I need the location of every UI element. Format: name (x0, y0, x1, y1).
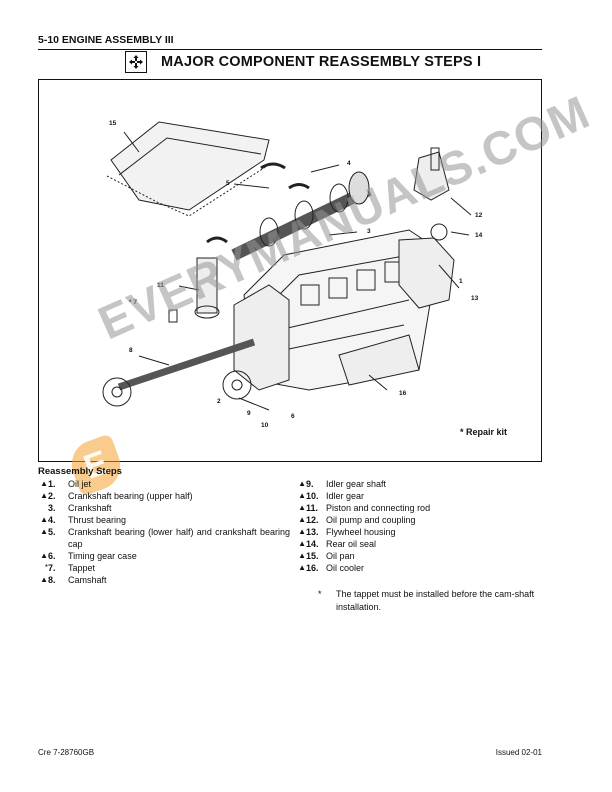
callout-9: 9 (247, 410, 251, 417)
step-item: ▲10.Idler gear (298, 491, 365, 501)
step-item: ▲2.Crankshaft bearing (upper half) (40, 491, 193, 501)
assembly-arrows-icon (125, 51, 147, 73)
callout-10: 10 (261, 422, 269, 429)
steps-list-right: ▲9.Idler gear shaft ▲10.Idler gear ▲11.P… (296, 478, 546, 574)
callout-3: 3 (367, 228, 371, 235)
callout-2: 2 (217, 398, 221, 405)
callout-6: 6 (291, 413, 295, 420)
steps-heading: Reassembly Steps (38, 466, 122, 477)
title-row: MAJOR COMPONENT REASSEMBLY STEPS I (125, 50, 481, 74)
step-item: ▲8.Camshaft (40, 575, 107, 585)
step-item: ▲6.Timing gear case (40, 551, 137, 561)
callout-1: 1 (459, 278, 463, 285)
step-item: ▲14.Rear oil seal (298, 539, 377, 549)
step-item: ▲11.Piston and connecting rod (298, 503, 431, 513)
section-header: 5-10 ENGINE ASSEMBLY III (38, 34, 542, 50)
step-item: *7.Tappet (44, 563, 96, 573)
engine-illustration (102, 121, 472, 411)
callout-4: 4 (347, 160, 351, 167)
step-item: ▲13.Flywheel housing (298, 527, 396, 537)
footer-issue: Issued 02-01 (495, 748, 542, 757)
callout-8: 8 (129, 347, 133, 354)
note-text: The tappet must be installed before the … (336, 589, 535, 612)
tappet-note: * The tappet must be installed before th… (318, 588, 544, 614)
callout-14: 14 (475, 232, 483, 239)
callout-16: 16 (399, 390, 407, 397)
callout-12: 12 (475, 212, 483, 219)
callout-5: 5 (226, 180, 230, 187)
step-item: ▲15.Oil pan (298, 551, 355, 561)
step-item: ▲16.Oil cooler (298, 563, 365, 573)
page-title: MAJOR COMPONENT REASSEMBLY STEPS I (161, 54, 482, 70)
step-item: ▲9.Idler gear shaft (298, 479, 387, 489)
step-item: 3.Crankshaft (48, 503, 112, 513)
step-item: ▲4.Thrust bearing (40, 515, 127, 525)
callout-13: 13 (471, 295, 479, 302)
steps-list-left: ▲1.Oil jet ▲2.Crankshaft bearing (upper … (38, 478, 290, 586)
callout-11: 11 (157, 282, 164, 289)
asterisk-mark: * (318, 589, 322, 599)
repair-kit-note: * Repair kit (459, 427, 507, 437)
callout-15: 15 (109, 120, 117, 127)
step-item: ▲1.Oil jet (40, 479, 92, 489)
step-item: ▲12.Oil pump and coupling (298, 515, 416, 525)
step-item: ▲5.Crankshaft bearing (lower half) and c… (40, 527, 290, 549)
exploded-engine-diagram: 15 4 5 3 12 14 11 1 * 7 13 8 2 6 16 9 10… (38, 79, 542, 462)
footer-doc-code: Cre 7-28760GB (38, 748, 95, 757)
callout-7: * 7 (129, 299, 137, 306)
